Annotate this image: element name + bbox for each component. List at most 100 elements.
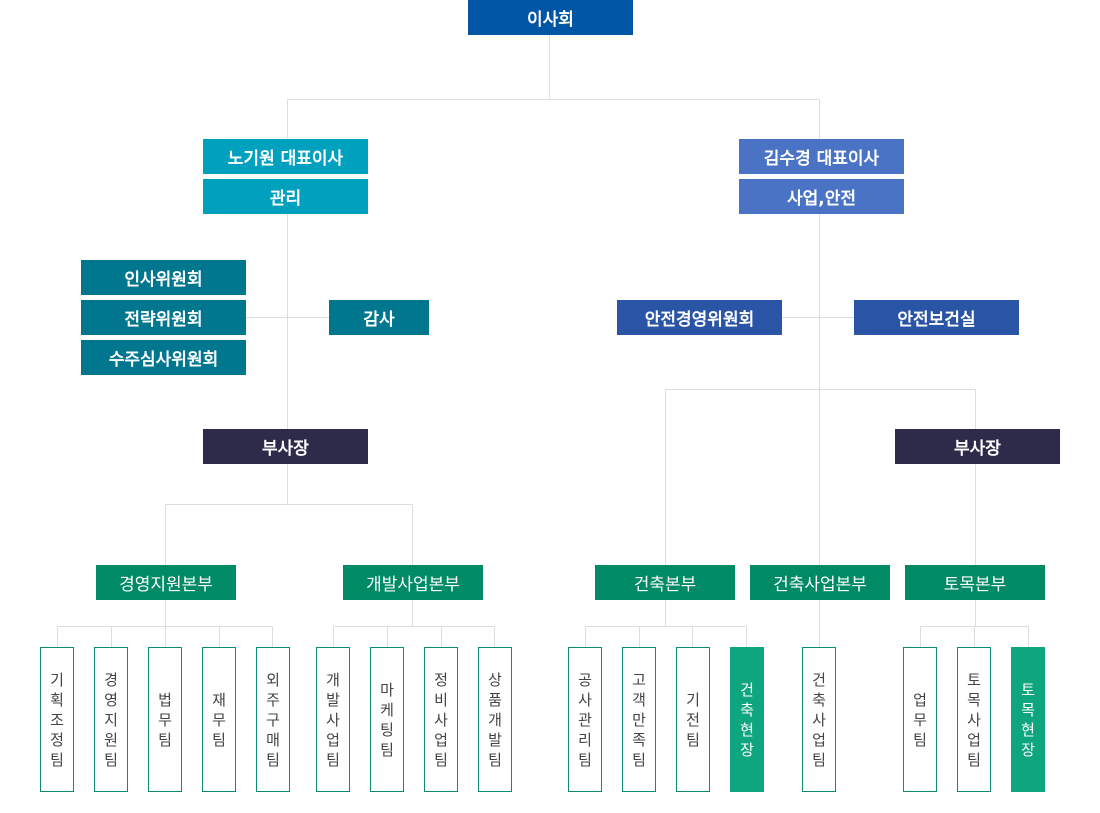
team-label-char: 팀 (488, 750, 502, 769)
team-label-char: 팀 (578, 750, 592, 769)
team-label-char: 팀 (104, 750, 118, 769)
team-label-char: 무 (158, 710, 172, 729)
team-label-char: 토 (967, 670, 981, 689)
team-label-char: 주 (266, 690, 280, 709)
team-label-char: 공 (578, 670, 592, 689)
team-label-char: 재 (212, 690, 226, 709)
team-box: 개발사업팀개발사업팀 (316, 647, 350, 792)
team-label-char: 품 (488, 690, 502, 709)
team-label-char: 전 (686, 710, 700, 729)
team-label-char: 원 (104, 730, 118, 749)
team-box: 마케팅팀마케팅팀 (370, 647, 404, 792)
team-label-char: 팀 (326, 750, 340, 769)
team-label-char: 발 (326, 690, 340, 709)
team-label-char: 건 (740, 680, 754, 699)
team-label-char: 법 (158, 690, 172, 709)
board-box: 이사회 (468, 0, 633, 35)
team-box: 재무팀재무팀 (202, 647, 236, 792)
team-box: 건축현장건축현장 (730, 647, 764, 792)
ceo-right-name: 김수경 대표이사 (739, 139, 904, 174)
team-label-char: 장 (740, 740, 754, 759)
team-label-char: 정 (50, 730, 64, 749)
team-label-char: 구 (266, 710, 280, 729)
team-label-char: 업 (967, 730, 981, 749)
team-label-char: 객 (632, 690, 646, 709)
safety-committee-box: 안전경영위원회 (617, 300, 782, 335)
team-label-char: 상 (488, 670, 502, 689)
team-box: 상품개발팀상품개발팀 (478, 647, 512, 792)
team-label-char: 족 (632, 730, 646, 749)
ceo-left-name: 노기원 대표이사 (203, 139, 368, 174)
team-box: 기전팀기전팀 (676, 647, 710, 792)
team-label-char: 개 (488, 710, 502, 729)
vp-right-box: 부사장 (895, 429, 1060, 464)
team-label-char: 케 (380, 700, 394, 719)
team-label-char: 팀 (967, 750, 981, 769)
division-development-business: 개발사업본부 (343, 565, 483, 600)
ceo-left-role: 관리 (203, 179, 368, 214)
team-label-char: 사 (967, 710, 981, 729)
team-box: 정비사업팀정비사업팀 (424, 647, 458, 792)
team-label-char: 팀 (266, 750, 280, 769)
team-label-char: 현 (740, 720, 754, 739)
team-label-char: 현 (1021, 720, 1035, 739)
team-box: 업무팀업무팀 (903, 647, 937, 792)
team-label-char: 토 (1021, 680, 1035, 699)
team-label-char: 축 (812, 690, 826, 709)
team-label-char: 정 (434, 670, 448, 689)
team-label-char: 팅 (380, 720, 394, 739)
team-label-char: 사 (812, 710, 826, 729)
team-box: 토목현장토목현장 (1011, 647, 1045, 792)
team-box: 건축사업팀건축사업팀 (802, 647, 836, 792)
committee-strategy: 전략위원회 (81, 300, 246, 335)
committee-order-review: 수주심사위원회 (81, 340, 246, 375)
team-box: 공사관리팀공사관리팀 (568, 647, 602, 792)
team-label-char: 개 (326, 670, 340, 689)
team-box: 경영지원팀경영지원팀 (94, 647, 128, 792)
team-box: 기획조정팀기획조정팀 (40, 647, 74, 792)
team-label-char: 팀 (434, 750, 448, 769)
team-box: 외주구매팀외주구매팀 (256, 647, 290, 792)
team-label-char: 팀 (913, 730, 927, 749)
team-label-char: 목 (967, 690, 981, 709)
team-label-char: 획 (50, 690, 64, 709)
team-label-char: 매 (266, 730, 280, 749)
team-label-char: 지 (104, 710, 118, 729)
division-management-support: 경영지원본부 (96, 565, 236, 600)
team-label-char: 영 (104, 690, 118, 709)
team-label-char: 만 (632, 710, 646, 729)
team-label-char: 고 (632, 670, 646, 689)
team-label-char: 외 (266, 670, 280, 689)
team-label-char: 축 (740, 700, 754, 719)
division-civil: 토목본부 (905, 565, 1045, 600)
team-label-char: 목 (1021, 700, 1035, 719)
team-label-char: 팀 (50, 750, 64, 769)
safety-office-box: 안전보건실 (854, 300, 1019, 335)
team-label-char: 관 (578, 710, 592, 729)
team-label-char: 업 (326, 730, 340, 749)
team-label-char: 무 (913, 710, 927, 729)
team-label-char: 팀 (380, 740, 394, 759)
team-label-char: 팀 (212, 730, 226, 749)
committee-hr: 인사위원회 (81, 260, 246, 295)
team-label-char: 사 (578, 690, 592, 709)
team-label-char: 팀 (632, 750, 646, 769)
team-label-char: 업 (812, 730, 826, 749)
team-label-char: 마 (380, 680, 394, 699)
team-label-char: 무 (212, 710, 226, 729)
ceo-right-role: 사업,안전 (739, 179, 904, 214)
team-label-char: 장 (1021, 740, 1035, 759)
team-label-char: 사 (434, 710, 448, 729)
team-label-char: 팀 (812, 750, 826, 769)
audit-box: 감사 (329, 300, 429, 335)
team-label-char: 경 (104, 670, 118, 689)
team-label-char: 기 (686, 690, 700, 709)
team-label-char: 건 (812, 670, 826, 689)
team-box: 고객만족팀고객만족팀 (622, 647, 656, 792)
team-label-char: 조 (50, 710, 64, 729)
team-label-char: 비 (434, 690, 448, 709)
team-box: 법무팀법무팀 (148, 647, 182, 792)
team-label-char: 리 (578, 730, 592, 749)
team-label-char: 사 (326, 710, 340, 729)
